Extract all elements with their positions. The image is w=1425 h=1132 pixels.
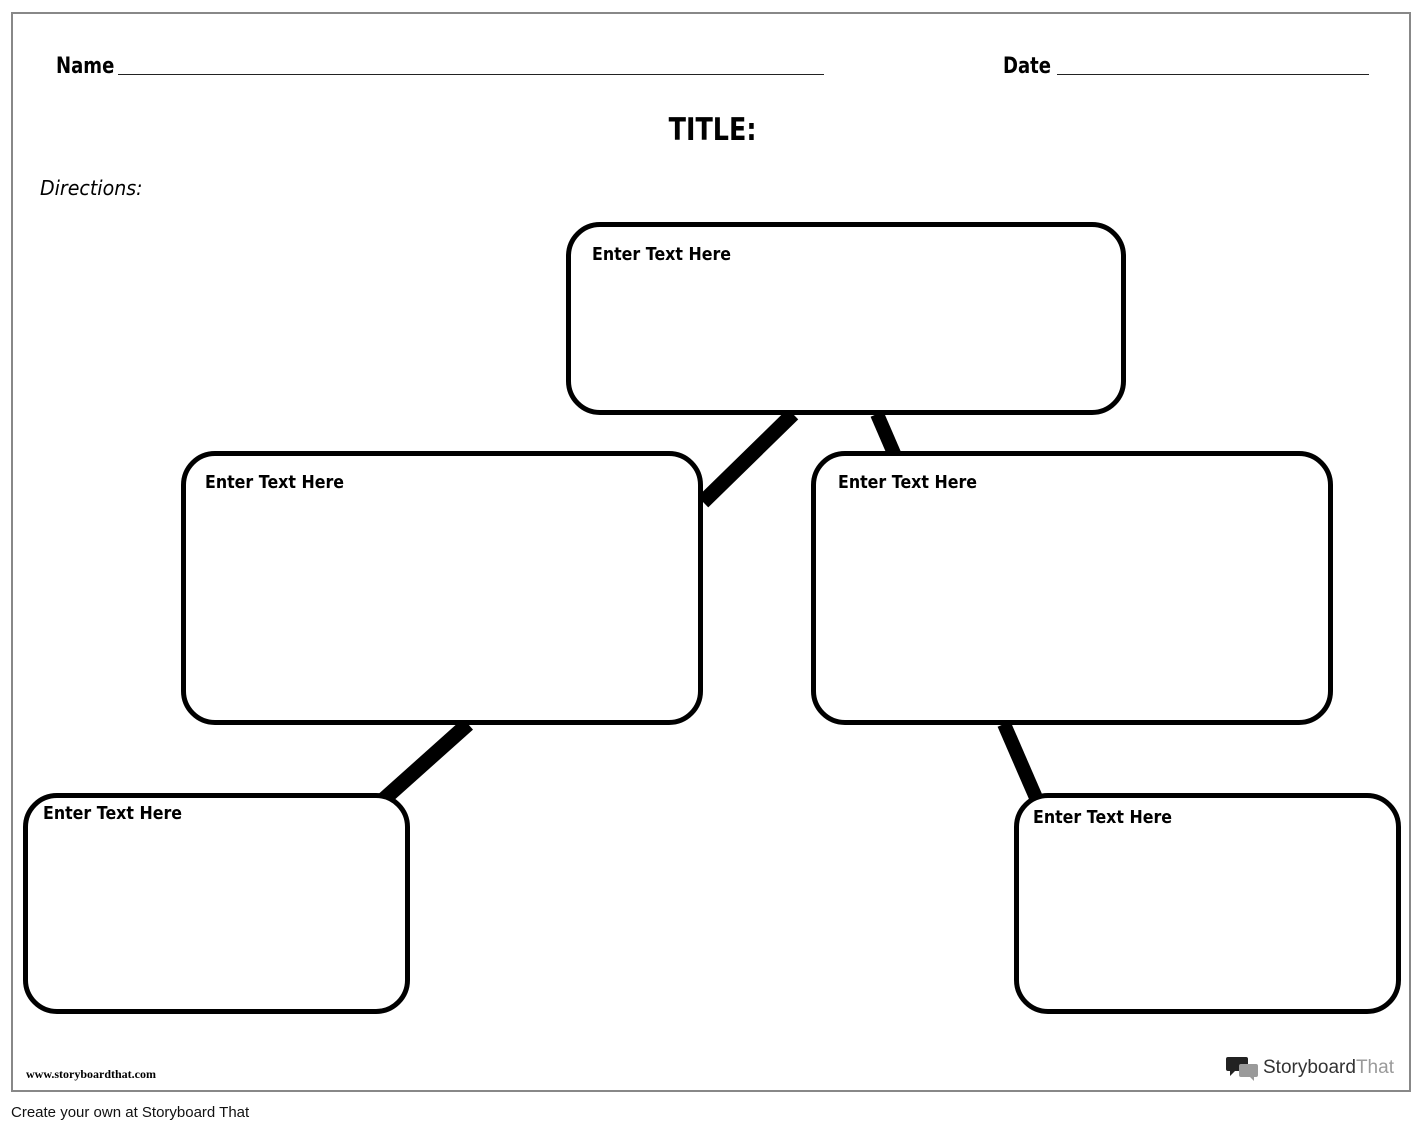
box-bottom-left-text[interactable]: Enter Text Here [43, 803, 183, 824]
date-line[interactable] [1057, 74, 1369, 75]
name-label: Name [56, 54, 115, 79]
create-your-own-link[interactable]: Create your own at Storyboard That [11, 1104, 250, 1121]
date-label: Date [1003, 54, 1052, 79]
box-middle-left[interactable] [181, 451, 703, 725]
box-top[interactable] [566, 222, 1126, 415]
box-top-text[interactable]: Enter Text Here [592, 244, 732, 265]
page-title: TITLE: [668, 112, 757, 148]
connector-middle-left-to-bottom-left [378, 718, 473, 806]
box-bottom-left[interactable] [23, 793, 410, 1014]
connector-top-to-middle-right [870, 411, 903, 461]
speech-bubbles-icon [1226, 1057, 1258, 1081]
brand-name-part1: Storyboard [1263, 1057, 1356, 1078]
connector-top-to-middle-left [697, 408, 799, 508]
directions-label: Directions: [40, 176, 143, 200]
connector-middle-right-to-bottom-right [997, 721, 1044, 803]
box-bottom-right-text[interactable]: Enter Text Here [1033, 807, 1173, 828]
brand-name-part2: That [1355, 1057, 1394, 1078]
box-middle-left-text[interactable]: Enter Text Here [205, 472, 345, 493]
box-bottom-right[interactable] [1014, 793, 1401, 1014]
box-middle-right[interactable] [811, 451, 1333, 725]
box-middle-right-text[interactable]: Enter Text Here [838, 472, 978, 493]
website-url[interactable]: www.storyboardthat.com [26, 1067, 156, 1081]
name-line[interactable] [118, 74, 824, 75]
